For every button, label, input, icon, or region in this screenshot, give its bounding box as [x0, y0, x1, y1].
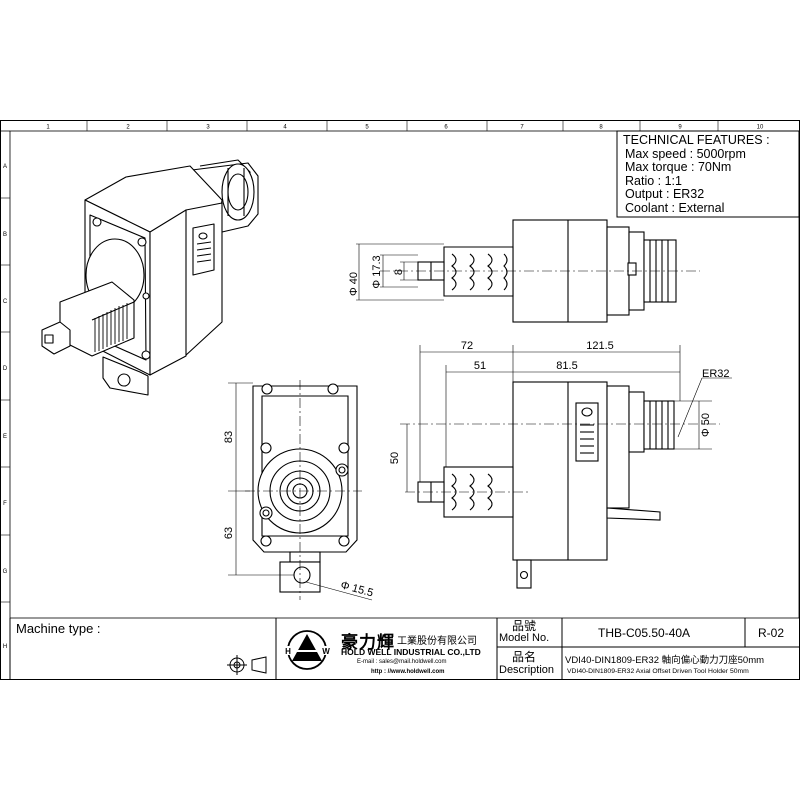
revision: R-02	[758, 626, 785, 640]
dim-d15-5: Φ 15.5	[339, 579, 374, 599]
company-email: E-mail : sales@mail.holdwell.com	[357, 659, 447, 665]
col-label: 3	[206, 125, 210, 131]
technical-features: TECHNICAL FEATURES : Max speed : 5000rpm…	[620, 133, 796, 216]
dim-63: 63	[223, 527, 235, 539]
tech-feature-ratio: Ratio : 1:1	[625, 173, 682, 188]
col-label: 9	[678, 125, 682, 131]
col-label: 10	[757, 125, 764, 131]
description-cn: 品名	[512, 650, 537, 664]
col-label: 4	[283, 125, 287, 131]
company-logo-icon: H W	[283, 630, 331, 670]
dim-d40: Φ 40	[348, 272, 360, 296]
col-label: 6	[444, 125, 448, 131]
row-label: H	[3, 644, 7, 650]
dim-d50: Φ 50	[700, 413, 712, 437]
tech-feature-output: Output : ER32	[625, 187, 705, 202]
front-view	[252, 383, 358, 593]
tech-feature-coolant: Coolant : External	[625, 200, 725, 215]
inner-frame	[9, 130, 800, 619]
row-label: G	[3, 569, 8, 575]
row-label: D	[3, 366, 8, 372]
svg-text:H: H	[285, 647, 291, 656]
model-no-value: THB-C05.50-40A	[598, 626, 691, 640]
tech-features-box	[616, 130, 800, 218]
description-value-en: VDI40-DIN1809-ER32 Axial Offset Driven T…	[567, 668, 749, 675]
machine-type-label: Machine type :	[16, 621, 101, 636]
model-no-cn: 品號	[512, 619, 537, 633]
col-label: 5	[365, 125, 369, 131]
dim-v50: 50	[389, 452, 401, 464]
row-label: C	[3, 299, 8, 305]
dim-83: 83	[223, 431, 235, 443]
company-name-cn: 豪力輝	[341, 633, 395, 652]
dim-d17-3: Φ 17.3	[371, 255, 383, 288]
title-block-grid	[9, 618, 799, 680]
dim-72: 72	[461, 340, 473, 352]
dim-er32: ER32	[702, 368, 730, 380]
side-view	[417, 381, 675, 589]
tech-feature-torque: Max torque : 70Nm	[625, 160, 732, 175]
description-en: Description	[499, 664, 555, 676]
col-label: 7	[520, 125, 524, 131]
description-value-cn: VDI40-DIN1809-ER32 軸向偏心動力刀座50mm	[565, 655, 765, 666]
row-label: E	[3, 434, 7, 440]
company-name-cn-suffix: 工業股份有限公司	[397, 636, 477, 647]
col-label: 2	[126, 125, 130, 131]
projection-symbol-icon	[227, 655, 267, 675]
company-website: http : //www.holdwell.com	[371, 669, 445, 675]
col-label: 8	[599, 125, 603, 131]
isometric-view	[41, 159, 259, 396]
side-view-dimensions	[400, 345, 732, 493]
row-label: B	[3, 232, 7, 238]
svg-text:W: W	[322, 647, 330, 656]
row-label: A	[3, 164, 7, 170]
column-ticks	[86, 121, 719, 131]
dim-w8: 8	[393, 269, 405, 275]
dim-51: 51	[474, 360, 486, 372]
front-view-dimensions	[228, 380, 373, 601]
model-no-en: Model No.	[499, 632, 550, 644]
tech-feature-speed: Max speed : 5000rpm	[625, 146, 746, 161]
top-view-dimensions	[356, 243, 700, 301]
company-name-en: HOLD WELL INDUSTRIAL CO.,LTD	[341, 647, 481, 657]
tech-features-title: TECHNICAL FEATURES :	[623, 133, 770, 147]
row-ticks	[0, 197, 10, 603]
dim-121-5: 121.5	[586, 340, 614, 352]
row-label: F	[3, 501, 7, 507]
col-label: 1	[46, 125, 50, 131]
dim-81-5: 81.5	[556, 360, 577, 372]
